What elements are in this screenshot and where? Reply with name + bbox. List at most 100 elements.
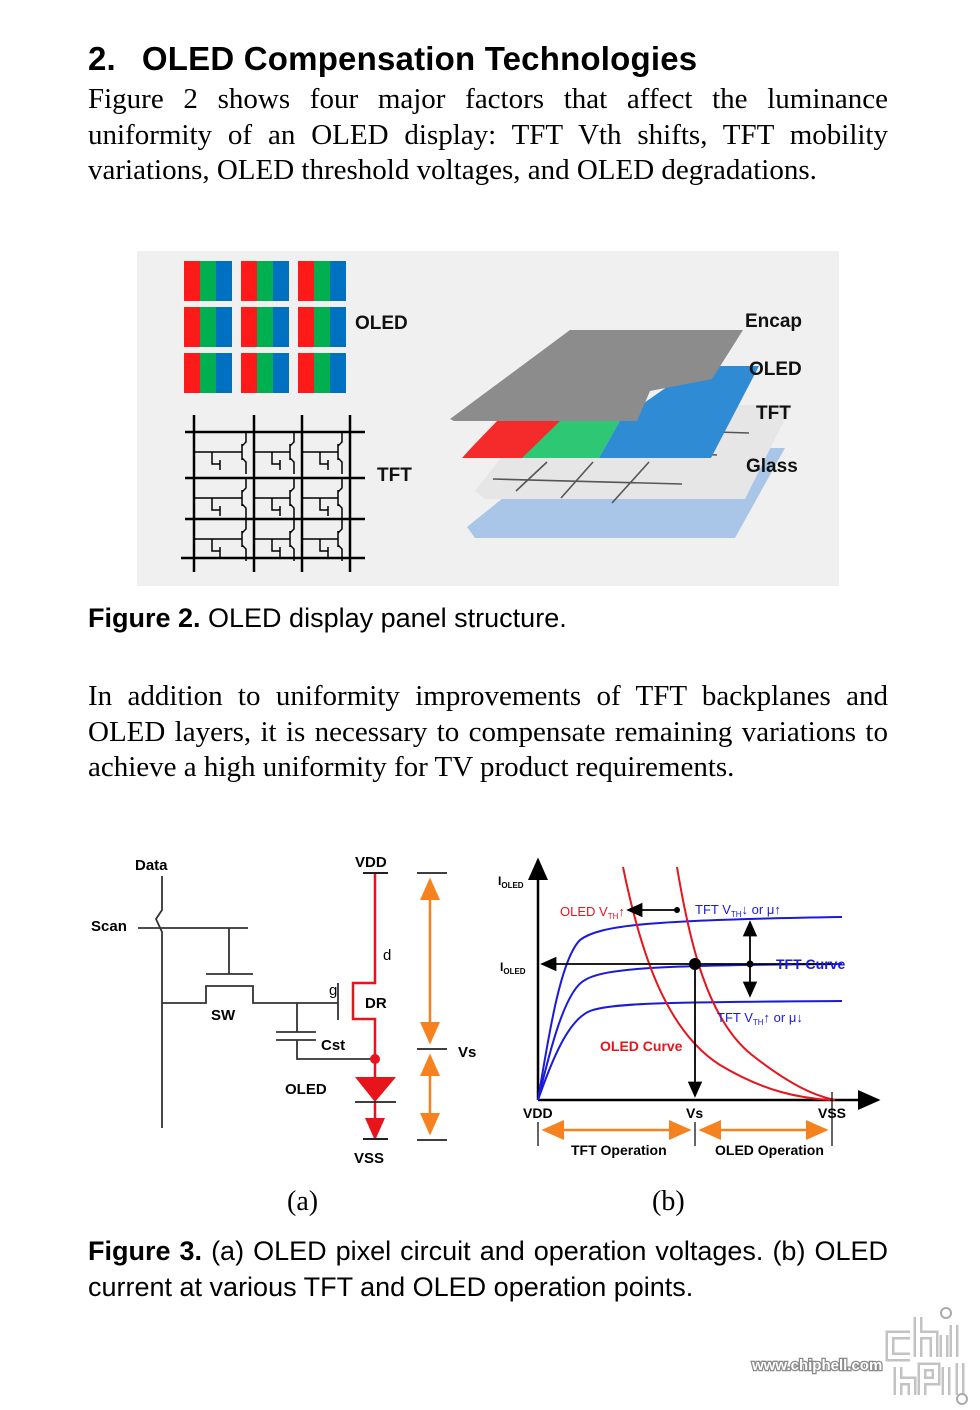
label-vss-circuit: VSS	[354, 1150, 384, 1167]
label-d: d	[383, 947, 391, 964]
subpixel-red	[184, 307, 200, 347]
oled-curve-shifted	[622, 866, 831, 1101]
subpixel-red	[241, 307, 257, 347]
figure-3: Data Scan	[80, 840, 900, 1180]
subpixel-red	[241, 353, 257, 393]
subpixel-blue	[216, 353, 232, 393]
tft-transistor-cell	[302, 519, 343, 561]
figure-2-caption-text: OLED display panel structure.	[200, 603, 567, 633]
figure-3-svg: Data Scan	[91, 854, 881, 1167]
subpixel-green	[200, 307, 216, 347]
figure-3b-label: (b)	[652, 1186, 685, 1217]
oled-green-subpixel	[522, 419, 621, 458]
label-vs-circuit: Vs	[458, 1044, 476, 1061]
subpixel-blue	[330, 353, 346, 393]
encap-layer	[450, 330, 743, 421]
oled-blue-subpixel	[599, 366, 759, 458]
operation-range-ticks	[537, 1092, 833, 1146]
chiphell-logo-icon: www.chiphell.com	[750, 1307, 968, 1405]
tft-transistor-cell	[194, 519, 247, 561]
circuit-wires	[138, 876, 375, 1128]
figure-3-caption-text: (a) OLED pixel circuit and operation vol…	[88, 1236, 888, 1302]
subpixel-red	[298, 353, 314, 393]
tft-curve-high	[537, 916, 843, 1101]
label-oled-vth: OLED VTH↑	[560, 904, 625, 921]
label-oled-operation: OLED Operation	[715, 1142, 824, 1158]
subpixel-red	[184, 261, 200, 301]
label-scan: Scan	[91, 918, 127, 935]
x-label-vdd: VDD	[523, 1105, 553, 1121]
label-tft-operation: TFT Operation	[571, 1142, 667, 1158]
tft-circuit-grid	[181, 415, 365, 572]
subpixel-red	[241, 261, 257, 301]
y-axis-label: IOLED	[498, 874, 524, 890]
label-tft-vth-down: TFT VTH↓ or μ↑	[695, 902, 781, 919]
figure-3a-label: (a)	[287, 1186, 319, 1217]
figure-2-caption-label: Figure 2.	[88, 603, 201, 633]
subpixel-green	[200, 353, 216, 393]
label-tft-curve: TFT Curve	[776, 956, 845, 972]
label-tft-layer: TFT	[756, 403, 791, 424]
paragraph-compensation: In addition to uniformity improvements o…	[88, 680, 888, 783]
oled-curve-nominal	[676, 866, 836, 1101]
tft-transistor-cell	[302, 478, 343, 520]
label-cst: Cst	[321, 1037, 345, 1054]
subpixel-blue	[330, 261, 346, 301]
subpixel-blue	[216, 261, 232, 301]
source-node	[370, 1054, 380, 1064]
figure-2-panel-structure: OLED TFT	[137, 251, 839, 586]
subpixel-green	[314, 353, 330, 393]
tft-curve-nominal	[537, 963, 843, 1101]
subpixel-green	[257, 307, 273, 347]
subpixel-red	[298, 261, 314, 301]
ioled-level-label: IOLED	[500, 960, 526, 976]
tft-transistor-cell	[194, 432, 247, 474]
layer-stack	[450, 330, 792, 538]
figure-2-svg: OLED TFT	[181, 261, 802, 572]
tft-transistor-cell	[302, 432, 343, 474]
label-oled-layer: OLED	[749, 359, 802, 380]
oled-pixel-grid	[184, 261, 346, 393]
label-sw: SW	[211, 1007, 236, 1024]
subpixel-green	[200, 261, 216, 301]
figure-3-caption: Figure 3. (a) OLED pixel circuit and ope…	[88, 1233, 888, 1305]
watermark-url: www.chiphell.com	[751, 1357, 882, 1374]
label-tft-grid: TFT	[377, 465, 412, 486]
tft-curve-low	[537, 1000, 843, 1101]
label-glass: Glass	[746, 456, 798, 477]
oled-diode-icon	[355, 1077, 396, 1102]
subpixel-blue	[330, 307, 346, 347]
pixel-circuit: Data Scan	[91, 854, 476, 1167]
tft-transistor-cell	[194, 478, 247, 520]
subpixel-green	[257, 353, 273, 393]
tft-shift-point	[746, 960, 754, 968]
subpixel-red	[298, 307, 314, 347]
label-oled-curve: OLED Curve	[600, 1038, 683, 1054]
x-label-vs: Vs	[686, 1105, 703, 1121]
label-g: g	[329, 982, 337, 999]
subpixel-green	[314, 307, 330, 347]
tft-transistor-cell	[254, 519, 295, 561]
label-vdd-circuit: VDD	[355, 854, 387, 871]
subpixel-blue	[273, 261, 289, 301]
label-data: Data	[135, 857, 168, 874]
label-encap: Encap	[745, 311, 802, 332]
label-dr: DR	[365, 995, 387, 1012]
figure-2-caption: Figure 2. OLED display panel structure.	[88, 600, 888, 636]
section-heading: 2.OLED Compensation Technologies	[88, 40, 697, 78]
subpixel-green	[314, 261, 330, 301]
iv-graph: IOLED IOLED OLED VTH↑ TFT VTH↓ or μ↑	[498, 857, 881, 1158]
tft-curves	[537, 916, 843, 1101]
tft-transistor-cell	[254, 478, 295, 520]
operating-point	[689, 958, 701, 970]
oled-curves	[622, 866, 836, 1101]
section-number: 2.	[88, 40, 116, 77]
figure-3-caption-label: Figure 3.	[88, 1236, 203, 1266]
subpixel-green	[257, 261, 273, 301]
paragraph-intro: Figure 2 shows four major factors that a…	[88, 83, 888, 186]
label-oled-circuit: OLED	[285, 1081, 327, 1098]
oled-shift-point	[674, 907, 680, 913]
subpixel-blue	[273, 307, 289, 347]
subpixel-red	[184, 353, 200, 393]
subpixel-blue	[216, 307, 232, 347]
